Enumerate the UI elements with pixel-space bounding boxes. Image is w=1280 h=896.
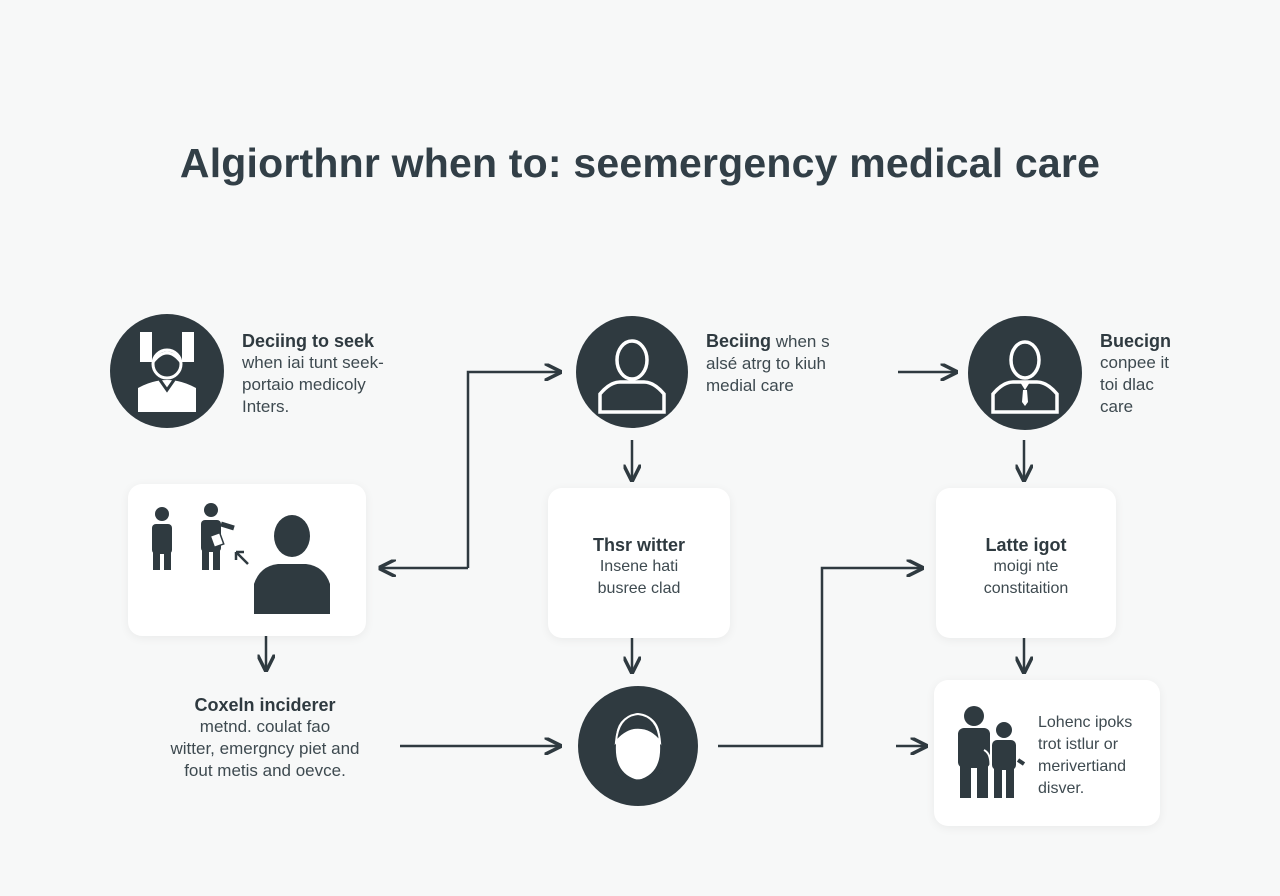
card-people: [128, 484, 366, 636]
step3-line-3: care: [1100, 397, 1134, 416]
step2-line-1: alsé atrg to kiuh: [706, 354, 827, 373]
step4-line-1: metnd. coulat fao: [199, 717, 331, 736]
step2-heading: Beciing: [706, 331, 772, 351]
card2-text: Thsr witter Insene hati busree clad: [548, 534, 730, 600]
step3-line-2: toi dlac: [1100, 375, 1154, 394]
card3-line-1: moigi nte: [993, 558, 1059, 575]
card5-line-1: Lohenc ipoks: [1038, 714, 1133, 731]
step1-line-3: Inters.: [242, 397, 290, 416]
step4-line-3: fout metis and oevce.: [184, 761, 346, 780]
card5-line-4: disver.: [1038, 780, 1085, 797]
step1-heading: Deciing to seek: [242, 331, 375, 351]
card2-line-2: busree clad: [597, 580, 681, 597]
people-group-icon: [152, 503, 330, 614]
connector-card1-step2: [466, 372, 560, 568]
step4-line-2: witter, emergncy piet and: [170, 739, 360, 758]
step1-line-1: when iai tunt seek-: [242, 353, 384, 372]
step3-heading: Buecign: [1100, 331, 1172, 351]
card2-heading: Thsr witter: [592, 535, 685, 555]
person-tie-icon: [968, 316, 1082, 430]
card5-text: Lohenc ipoks trot istlur or merivertiand…: [1038, 712, 1156, 800]
face-icon: [578, 686, 698, 806]
step4-heading: Coxeln inciderer: [194, 695, 336, 715]
step1-text: Deciing to seek when iai tunt seek- port…: [242, 330, 462, 418]
page-title: Algiorthnr when to: seemergency medical …: [179, 140, 1101, 186]
card5-line-3: merivertiand: [1038, 758, 1127, 775]
card-step2: Thsr witter Insene hati busree clad: [548, 488, 730, 638]
parent-child-icon: [958, 706, 1026, 798]
card-step3: Latte igot moigi nte constitaition: [936, 488, 1116, 638]
step2-text: Beciing when s alsé atrg to kiuh medial …: [706, 330, 886, 397]
card3-heading: Latte igot: [985, 535, 1067, 555]
step3-line-1: conpee it: [1100, 353, 1169, 372]
step2-heading-rest: when s: [771, 332, 830, 351]
step4-text: Coxeln inciderer metnd. coulat fao witte…: [120, 694, 410, 782]
card2-line-1: Insene hati: [599, 558, 679, 575]
person-icon: [576, 316, 688, 428]
doctor-headset-icon: [110, 314, 224, 428]
step1-line-2: portaio medicoly: [242, 375, 366, 394]
step2-line-2: medial care: [706, 376, 794, 395]
card-step5: Lohenc ipoks trot istlur or merivertiand…: [934, 680, 1160, 826]
card3-line-2: constitaition: [983, 580, 1069, 597]
card3-text: Latte igot moigi nte constitaition: [936, 534, 1116, 600]
connector-face-card3: [718, 568, 922, 748]
step3-text: Buecign conpee it toi dlac care: [1100, 330, 1220, 418]
card5-line-2: trot istlur or: [1038, 736, 1119, 753]
